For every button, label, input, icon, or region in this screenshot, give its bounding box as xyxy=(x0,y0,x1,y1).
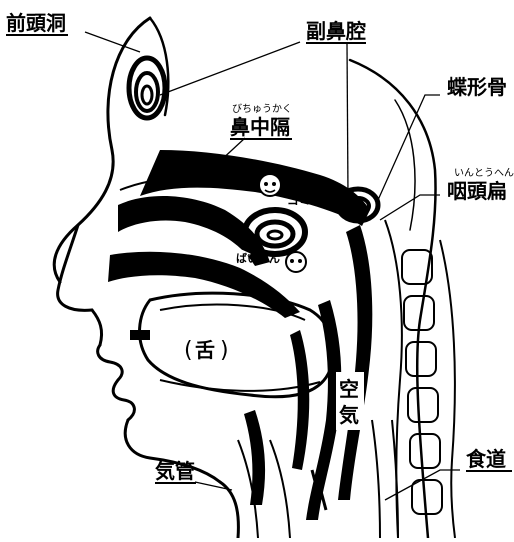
ruby-adenoid: いんとうへん xyxy=(454,167,514,179)
label-air-2: 気 xyxy=(339,403,359,427)
label-adenoid: 咽頭扁 xyxy=(447,179,507,203)
label-frontal-sinus: 前頭洞 xyxy=(6,11,66,35)
label-paranasal-sinus: 副鼻腔 xyxy=(306,19,366,43)
ruby-nasal-septum: びちゅうかく xyxy=(232,103,292,115)
spine xyxy=(385,220,455,538)
label-nasal-septum: 鼻中隔 xyxy=(230,115,290,139)
label-germs: ばいきん xyxy=(236,251,280,265)
label-sphenoid-sinus: 蝶形骨 xyxy=(447,75,507,99)
label-esophagus: 食道 xyxy=(466,447,506,471)
bracket-right: ) xyxy=(220,338,229,363)
label-dust: ゴミ xyxy=(287,192,311,207)
label-tongue: 舌 xyxy=(195,338,215,362)
germ-spiral xyxy=(245,210,305,254)
bracket-left: ( xyxy=(184,338,193,363)
frontal-sinus-spiral xyxy=(129,58,165,118)
label-air-1: 空 xyxy=(339,377,359,401)
label-trachea: 気管 xyxy=(155,459,195,483)
